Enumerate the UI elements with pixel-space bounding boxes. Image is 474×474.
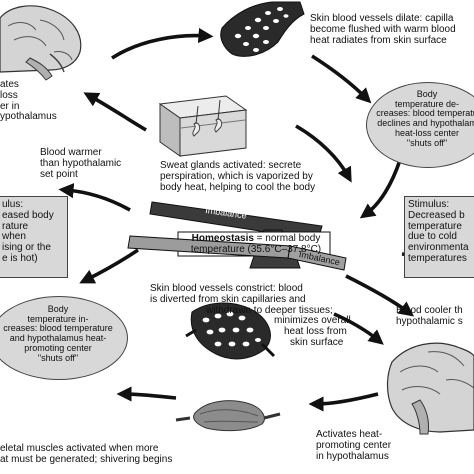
blood-warmer-label: Blood warmer than hypothalamic set point: [40, 147, 122, 180]
stimulus-left-label: ulus: eased body rature when ising or th…: [2, 199, 54, 264]
body-temp-increases-ellipse: [0, 296, 128, 380]
homeostasis-equals: = normal body: [253, 233, 321, 244]
brain-icon-bottom-right: [386, 342, 474, 435]
activates-heat-promoting-label: Activates heat- promoting center in hypo…: [316, 429, 392, 462]
body-temp-decreases-label: Body temperature de- creases: blood temp…: [376, 89, 474, 148]
seesaw-icon: [127, 201, 347, 271]
capillary-network-top: [220, 1, 305, 57]
activates-heat-loss-label: ates loss er in ypothalamus: [0, 79, 57, 123]
brain-icon-top-left: [0, 5, 82, 81]
sweat-glands-label: Sweat glands activated: secrete perspira…: [160, 160, 316, 193]
body-temp-decreases-ellipse: [366, 82, 474, 168]
homeostasis-word: Homeostasis: [191, 233, 254, 244]
cycle-arrows: [58, 27, 472, 412]
stimulus-left-box: [0, 196, 68, 278]
capillary-network-bottom: [185, 302, 276, 360]
skin-vessels-dilate-label: Skin blood vessels dilate: capilla becom…: [310, 13, 456, 46]
skin-block-icon: [158, 95, 248, 157]
skin-vessels-constrict-label: Skin blood vessels constrict: blood is d…: [150, 283, 351, 348]
blood-cooler-label: Blood cooler th hypothalamic s: [396, 305, 463, 327]
homeostasis-label: Homeostasis = normal body temperature (3…: [184, 233, 328, 256]
muscle-icon: [175, 400, 281, 432]
temperature-range: temperature (35.6°C–37.8°C): [190, 243, 322, 255]
stimulus-right-box: [404, 196, 474, 278]
body-temp-increases-label: Body temperature in- creases: blood temp…: [3, 304, 113, 363]
skeletal-muscles-label: eletal muscles activated when more at mu…: [0, 443, 173, 465]
stimulus-right-label: Stimulus: Decreased b temperature due to…: [408, 199, 469, 264]
